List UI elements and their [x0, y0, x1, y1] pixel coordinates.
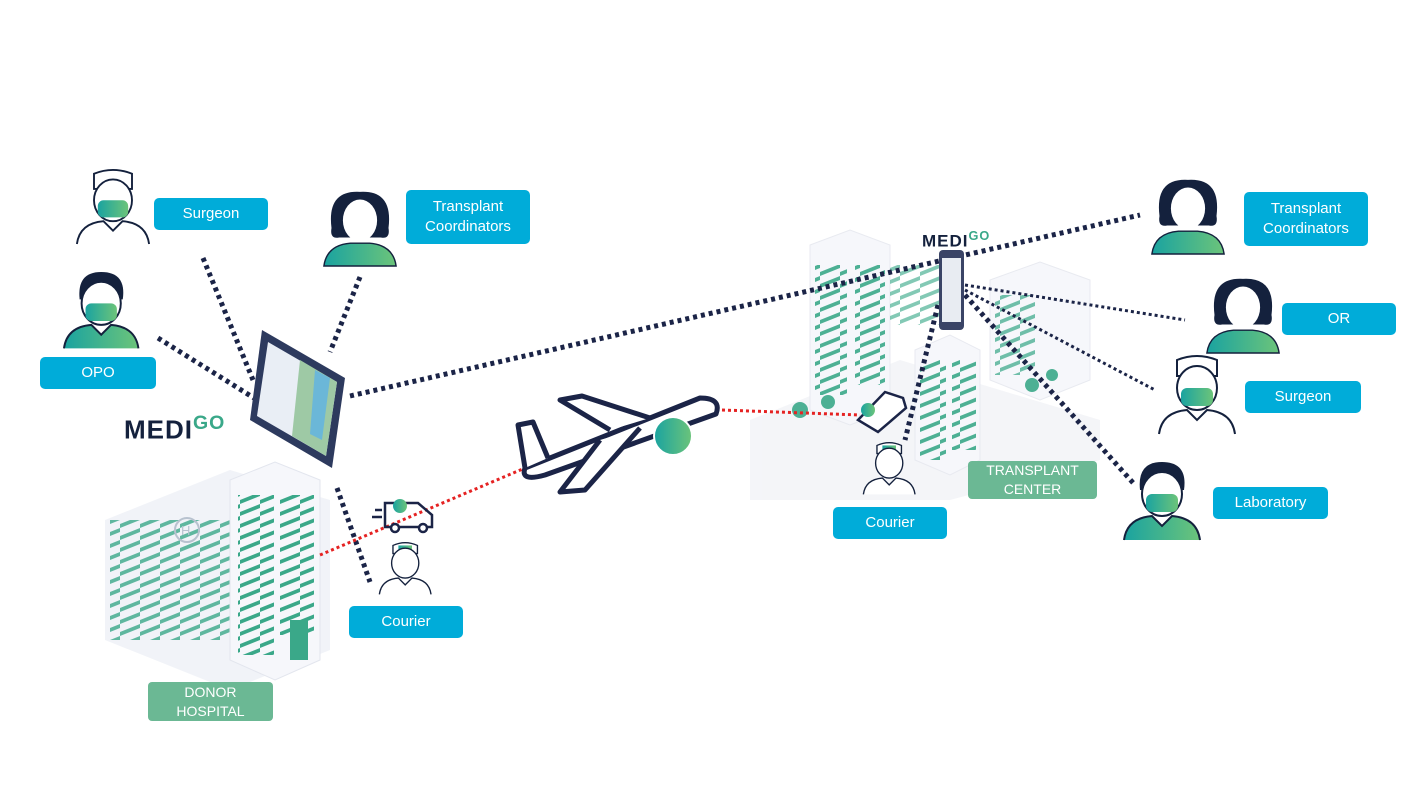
surgeon-icon	[1158, 355, 1236, 435]
hospital-building-icon: H	[105, 461, 330, 690]
link-courier-right	[902, 304, 941, 441]
svg-text:H: H	[181, 523, 190, 538]
medigo-logo-center: MEDIGO	[922, 228, 990, 252]
hospital-building-icon	[750, 229, 1100, 500]
label-donor-hospital: DONOR HOSPITAL	[148, 682, 273, 721]
transport-route	[319, 408, 861, 557]
label-laboratory: Laboratory	[1213, 487, 1328, 519]
phone-icon	[939, 250, 964, 330]
coordinator-icon	[1151, 179, 1225, 255]
coordinator-icon	[323, 191, 397, 267]
link-surgeon	[200, 257, 256, 381]
airplane-icon	[515, 393, 720, 495]
link-courier	[334, 487, 373, 583]
communication-links	[156, 212, 1141, 583]
opo-icon	[62, 271, 140, 349]
label-transplant-coordinators-center: Transplant Coordinators	[1244, 192, 1368, 246]
logo-text: MEDI	[124, 414, 193, 445]
or-nurse-icon	[1206, 278, 1280, 354]
label-transplant-center: TRANSPLANT CENTER	[968, 461, 1097, 499]
link-or	[964, 283, 1186, 322]
label-transplant-coordinators-donor: Transplant Coordinators	[406, 190, 530, 244]
van-icon	[372, 499, 434, 534]
logo-text-accent: GO	[193, 412, 226, 434]
logo-text: MEDI	[922, 231, 969, 251]
label-courier-donor: Courier	[349, 606, 463, 638]
label-opo: OPO	[40, 357, 156, 389]
link-laboratory	[963, 293, 1137, 487]
link-tablet-to-center	[349, 212, 1141, 399]
tablet-icon	[250, 330, 345, 468]
lab-tech-icon	[1123, 462, 1201, 541]
label-or: OR	[1282, 303, 1396, 335]
label-courier-center: Courier	[833, 507, 947, 539]
label-surgeon-center: Surgeon	[1245, 381, 1361, 413]
link-opo	[156, 335, 256, 401]
car-icon	[856, 390, 908, 434]
courier-icon	[378, 542, 432, 595]
medigo-logo-donor: MEDIGO	[124, 412, 225, 446]
label-surgeon-donor: Surgeon	[154, 198, 268, 230]
courier-icon	[862, 442, 916, 495]
link-coordinators	[327, 276, 363, 353]
logo-text-accent: GO	[968, 228, 991, 243]
surgeon-icon	[75, 168, 151, 245]
